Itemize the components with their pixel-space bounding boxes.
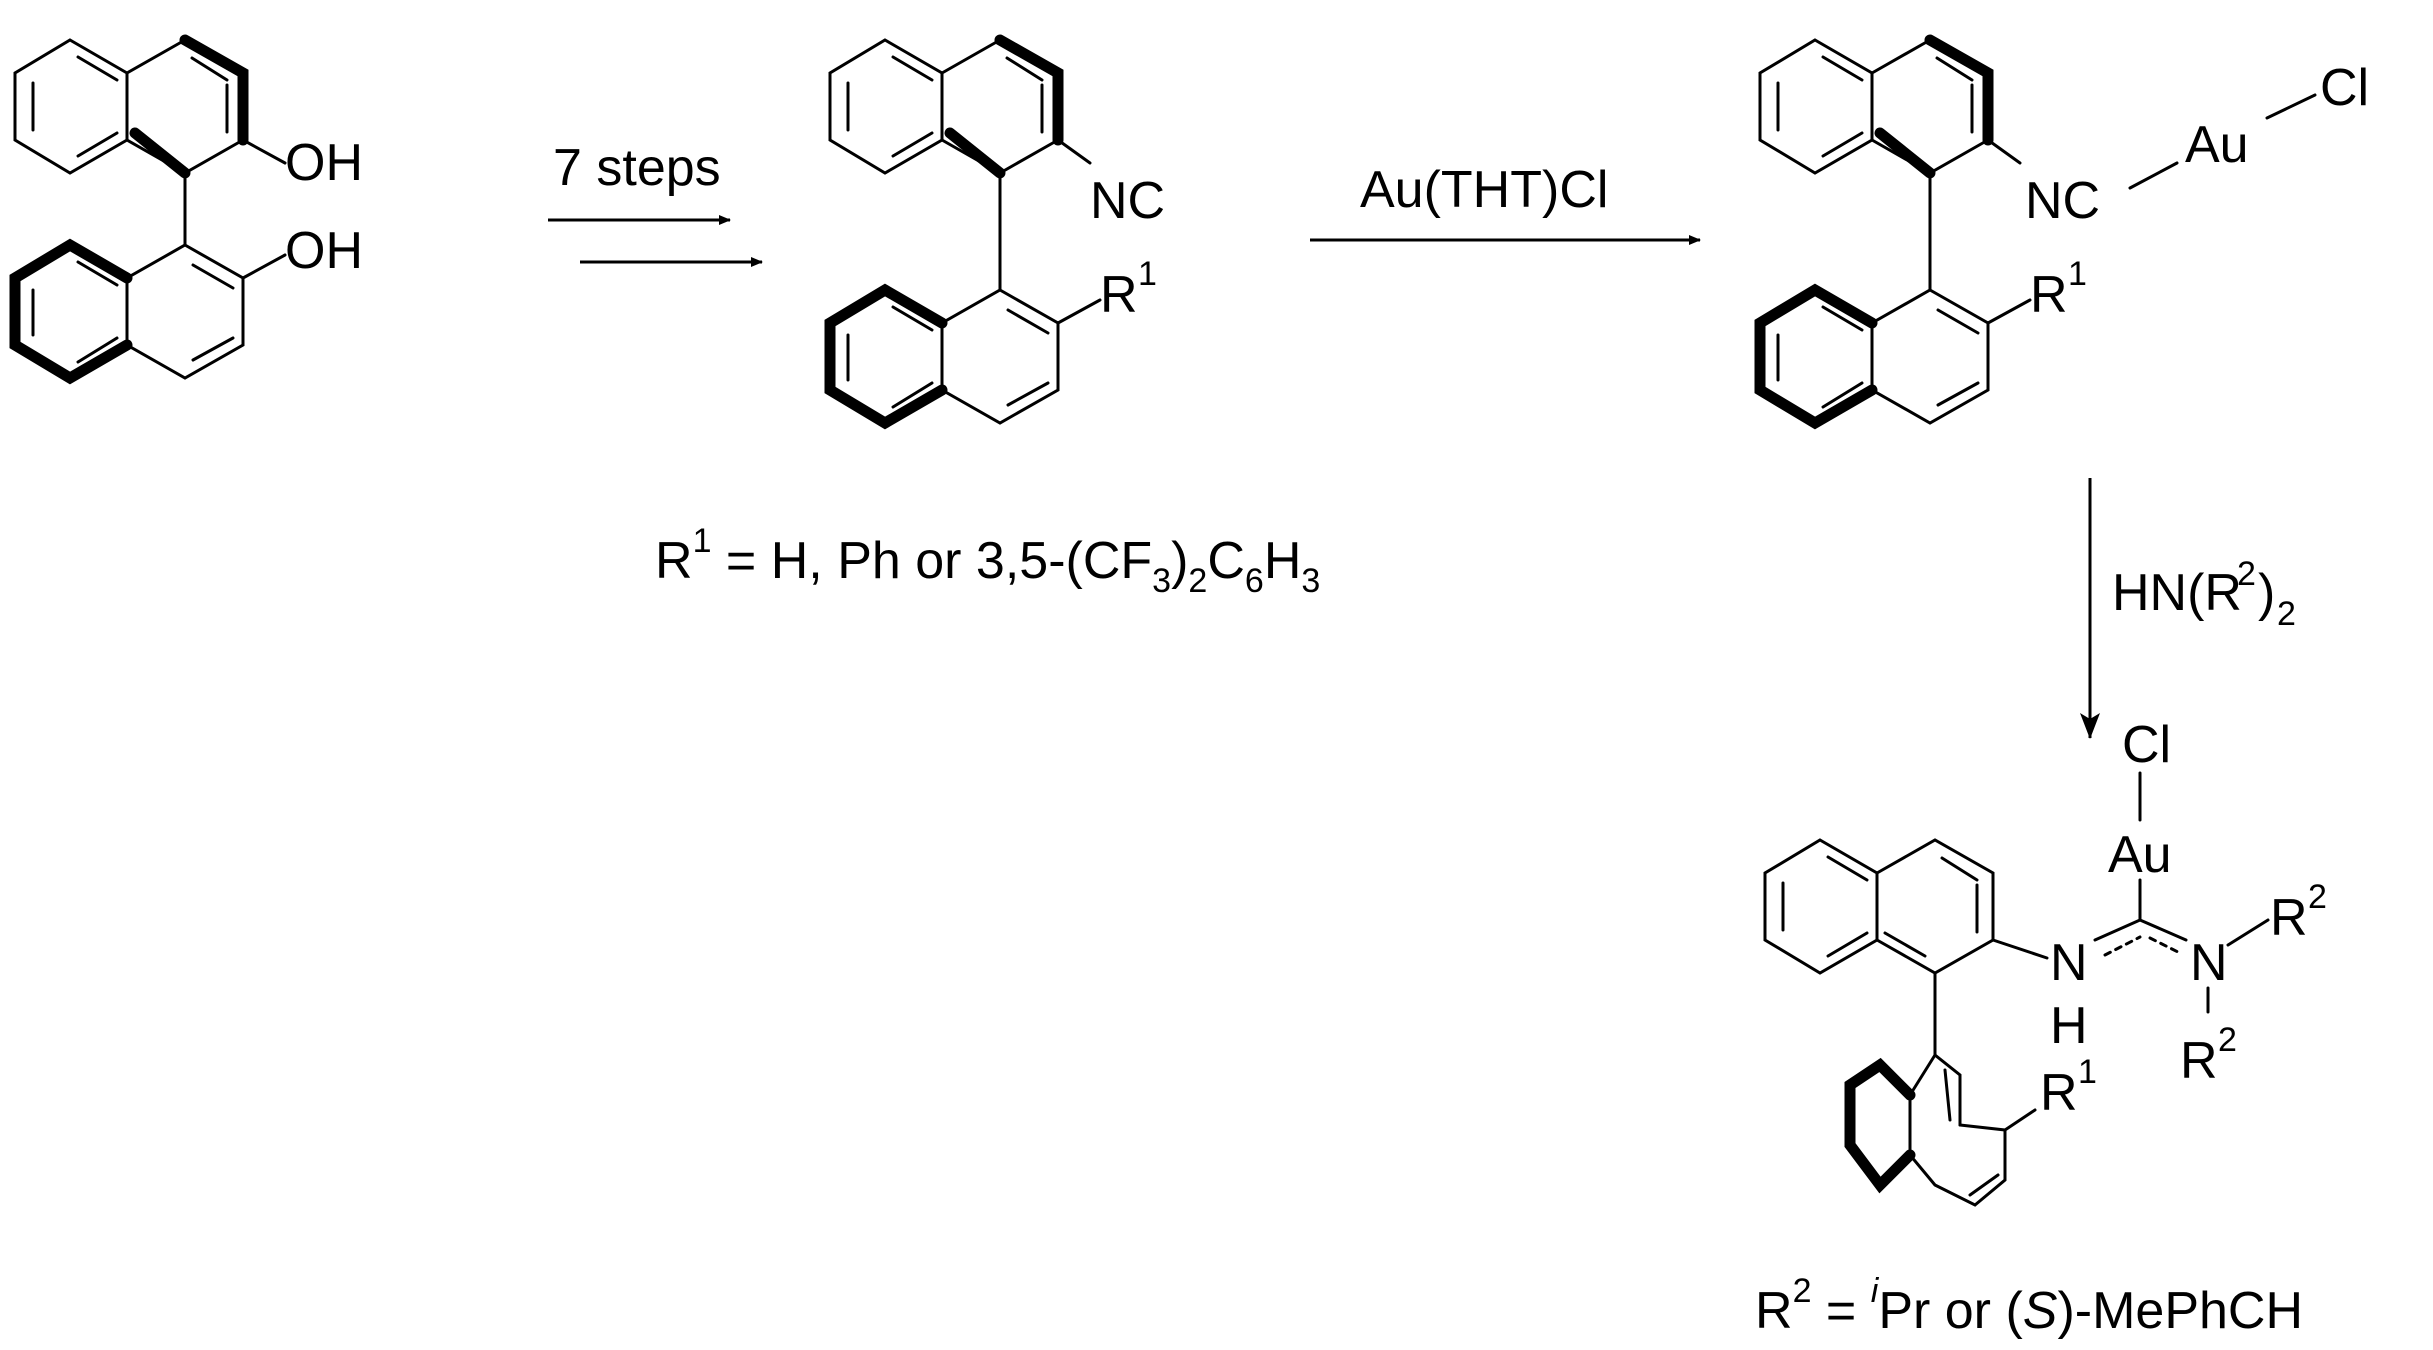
r1-def-s1: 3 <box>1152 562 1171 600</box>
arrow-3-sub: 2 <box>2277 595 2296 633</box>
r2-def-r: R <box>1755 1282 1793 1340</box>
binol-structure: OH OH <box>9 34 363 385</box>
r1-def-t4: H <box>1264 532 1302 590</box>
au-label: Au <box>2185 116 2249 174</box>
r1-def-s4: 3 <box>1301 562 1320 600</box>
r2-def-sup: 2 <box>1793 1272 1812 1310</box>
r1-def-t2: ) <box>1171 532 1188 590</box>
cl-label: Cl <box>2320 59 2369 117</box>
cl-label: Cl <box>2122 716 2171 774</box>
svg-text:R2 = iPr or (S)-MePhCH: R2 = iPr or (S)-MePhCH <box>1755 1272 2303 1340</box>
arrow-3-sup: 2 <box>2237 555 2256 593</box>
arrow-3-label-end: ) <box>2258 564 2275 622</box>
r1-sup: 1 <box>2078 1053 2097 1091</box>
au-label: Au <box>2108 826 2172 884</box>
oh-bottom-label: OH <box>285 222 363 280</box>
svg-text:R1 = H, Ph or 3,5-(CF3)2C6H3: R1 = H, Ph or 3,5-(CF3)2C6H3 <box>655 522 1320 600</box>
oh-top-label: OH <box>285 134 363 192</box>
arrow-2-label: Au(THT)Cl <box>1360 161 1608 219</box>
isocyanide-structure: NC R 1 <box>824 34 1165 430</box>
nc-label: NC <box>1090 172 1165 230</box>
r1-def-text: = H, Ph or 3,5-(CF <box>711 532 1152 590</box>
carbene-gold-complex: R 1 N H Au Cl N R 2 R 2 <box>1763 716 2327 1207</box>
arrow-7-steps: 7 steps <box>548 139 763 267</box>
r2b-sup: 2 <box>2218 1021 2237 1059</box>
r1-sup: 1 <box>1138 255 1157 293</box>
r1-def-t3: C <box>1207 532 1245 590</box>
r2-definition: R2 = iPr or (S)-MePhCH <box>1755 1272 2303 1340</box>
arrow-au-tht-cl: Au(THT)Cl <box>1310 161 1701 245</box>
r2-def-isup: i <box>1871 1272 1880 1310</box>
r1-label: R <box>2040 1064 2078 1122</box>
r1-label: R <box>2030 266 2068 324</box>
r1-def-s2: 2 <box>1188 562 1207 600</box>
n-label: N <box>2190 934 2228 992</box>
arrow-1-label: 7 steps <box>553 139 721 197</box>
r1-def-r: R <box>655 532 693 590</box>
arrow-3-label: HN(R <box>2112 564 2242 622</box>
nc-label: NC <box>2025 172 2100 230</box>
r2-def-t3: )-MePhCH <box>2057 1282 2303 1340</box>
r2b-label: R <box>2180 1032 2218 1090</box>
r1-def-s3: 6 <box>1245 562 1264 600</box>
arrow-amine: HN(R 2 ) 2 <box>2080 478 2296 739</box>
r1-def-sup: 1 <box>693 522 712 560</box>
r1-definition: R1 = H, Ph or 3,5-(CF3)2C6H3 <box>655 522 1320 600</box>
r2a-sup: 2 <box>2308 878 2327 916</box>
r2-def-t1: = <box>1811 1282 1870 1340</box>
r2a-label: R <box>2270 889 2308 947</box>
r1-sup: 1 <box>2068 255 2087 293</box>
nh-h-label: H <box>2050 997 2088 1055</box>
r1-label: R <box>1100 266 1138 324</box>
r2-def-t2: Pr or ( <box>1878 1282 2023 1340</box>
nh-n-label: N <box>2050 934 2088 992</box>
r2-def-s: S <box>2023 1282 2058 1340</box>
gold-isocyanide-complex: NC Au Cl R 1 <box>1754 34 2369 430</box>
